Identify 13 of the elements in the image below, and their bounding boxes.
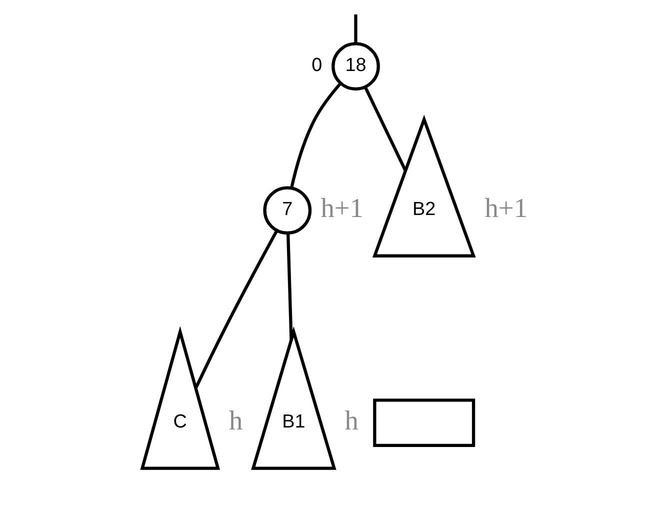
node-label: 0	[312, 54, 322, 76]
node-label: h+1	[320, 192, 364, 223]
connector	[194, 229, 278, 388]
node-circle: 7	[263, 186, 312, 234]
node-label: h+1	[484, 192, 528, 223]
connector	[364, 86, 407, 171]
connector	[290, 82, 342, 188]
node-label: h	[229, 404, 243, 435]
node-label: h	[344, 404, 358, 435]
node-box	[373, 398, 476, 447]
node-circle: 18	[332, 42, 380, 90]
connector	[354, 14, 358, 44]
connector	[286, 232, 293, 340]
